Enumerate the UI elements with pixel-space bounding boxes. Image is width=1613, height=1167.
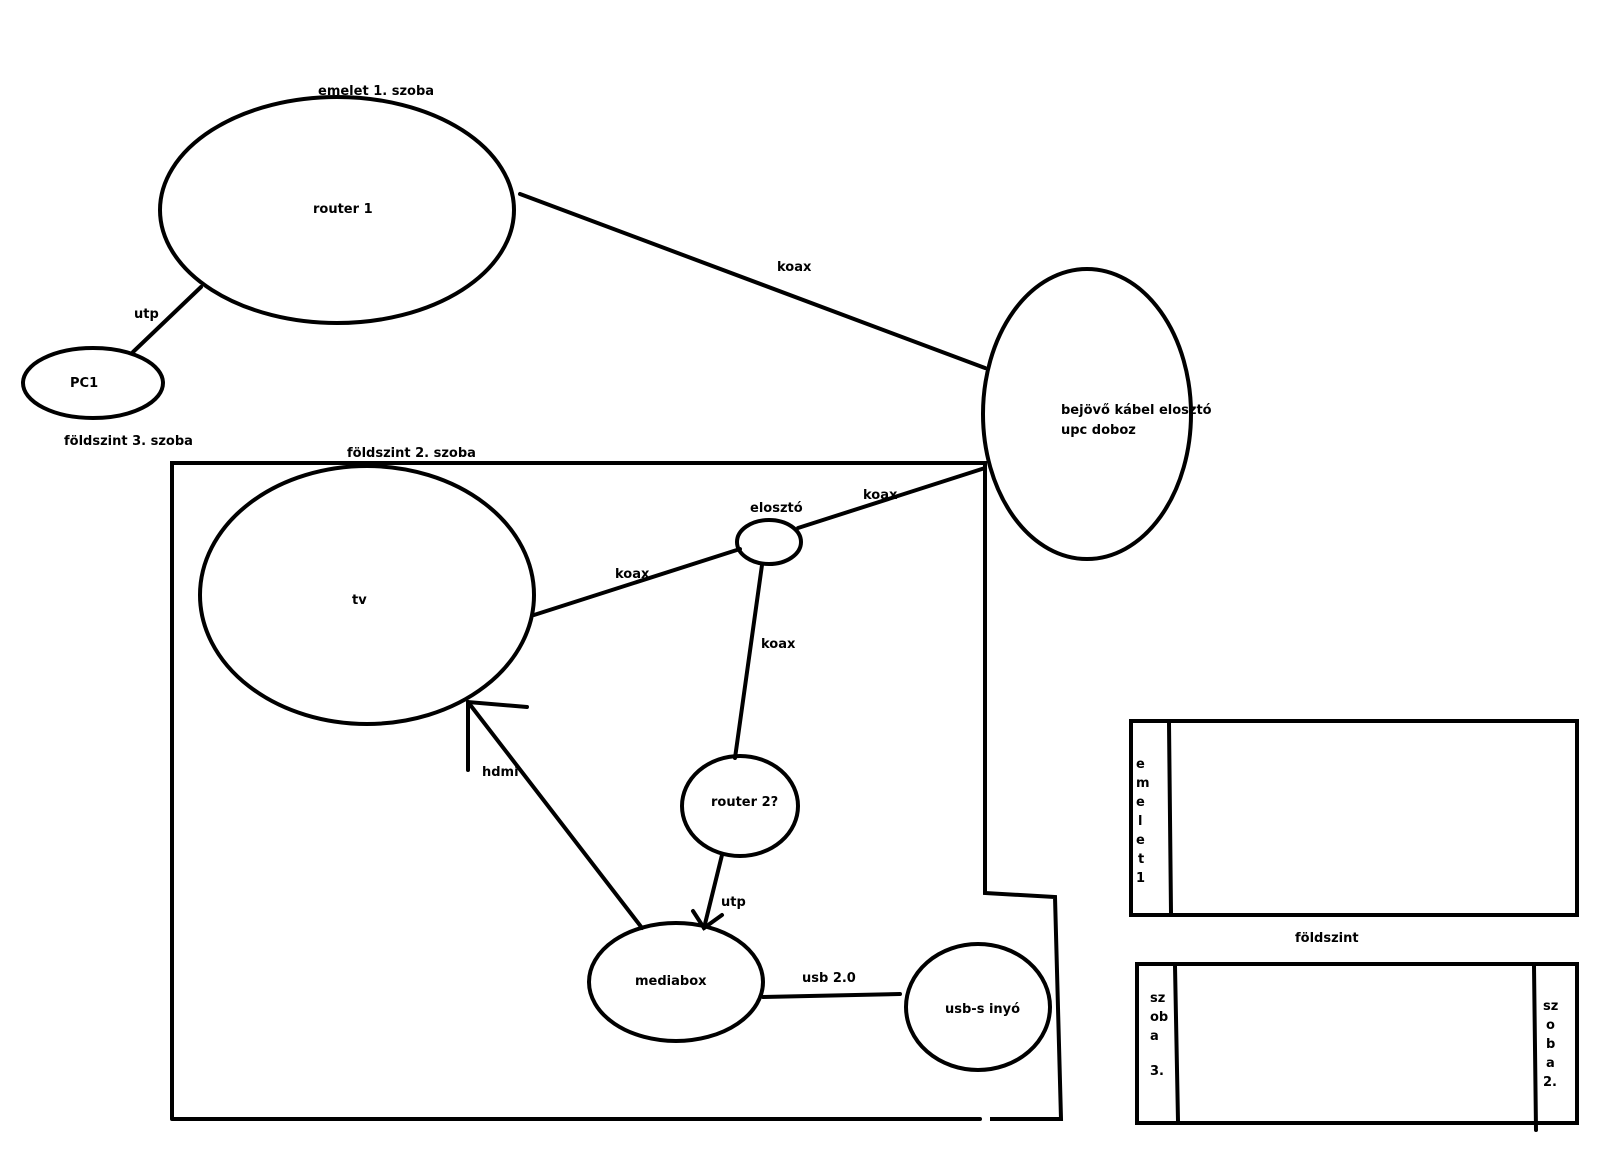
legend-emelet-char: e <box>1136 833 1145 848</box>
label-hdmi: hdmi <box>482 765 519 780</box>
legend-emelet-char: l <box>1138 814 1142 829</box>
legend-foldszint-box <box>1135 962 1579 1125</box>
label-usb-inyo: usb-s inyó <box>945 1002 1020 1017</box>
hdmi-mediabox-tv <box>466 700 644 930</box>
label-utp-bottom: utp <box>721 895 746 910</box>
hdmi-arrowhead <box>466 699 529 772</box>
label-splitter-line1: bejövő kábel elosztó <box>1061 403 1212 418</box>
usb-mediabox-inyo <box>761 992 902 999</box>
legend-szoba2-char: b <box>1546 1037 1555 1052</box>
koax-router1-splitter <box>518 192 987 370</box>
eloszto-node <box>735 518 803 566</box>
label-foldszint: földszint <box>1295 931 1359 946</box>
usb-inyo-node <box>904 942 1052 1072</box>
legend-szoba3-char: a <box>1150 1029 1159 1044</box>
router1-node <box>158 95 516 325</box>
legend-szoba3-char: ob <box>1150 1010 1168 1025</box>
legend-szoba3-divider <box>1173 964 1180 1123</box>
label-tv: tv <box>352 593 367 608</box>
legend-szoba2-char: o <box>1546 1018 1555 1033</box>
utp-router1-pc1 <box>131 285 203 354</box>
label-pc1: PC1 <box>70 376 98 391</box>
label-eloszto: elosztó <box>750 501 803 516</box>
label-koax-top: koax <box>777 260 812 275</box>
label-koax-vertical: koax <box>761 637 796 652</box>
label-foldszint-2-szoba: földszint 2. szoba <box>347 446 476 461</box>
splitter-box-node <box>981 267 1193 561</box>
legend-szoba2-char: sz <box>1543 999 1558 1014</box>
legend-emelet-divider <box>1167 721 1173 915</box>
legend-emelet-char: e <box>1136 795 1145 810</box>
label-usb20: usb 2.0 <box>802 971 856 986</box>
label-koax-right: koax <box>863 488 898 503</box>
legend-szoba2-char: a <box>1546 1056 1555 1071</box>
koax-eloszto-router2 <box>733 563 764 760</box>
room-outline <box>170 461 1064 1121</box>
label-router1: router 1 <box>313 202 373 217</box>
tv-node <box>198 464 536 726</box>
label-splitter-line2: upc doboz <box>1061 423 1136 438</box>
pc1-node <box>21 346 165 420</box>
legend-emelet-char: 1 <box>1136 871 1145 886</box>
legend-emelet-box <box>1129 719 1579 917</box>
label-foldszint-3-szoba: földszint 3. szoba <box>64 434 193 449</box>
label-koax-tv: koax <box>615 567 650 582</box>
label-utp-top: utp <box>134 307 159 322</box>
legend-szoba2-divider <box>1532 964 1538 1132</box>
utp-arrowhead <box>691 909 724 931</box>
legend-emelet-char: e <box>1136 757 1145 772</box>
legend-szoba3-char: 3. <box>1150 1064 1164 1079</box>
koax-eloszto-splitter <box>796 466 987 530</box>
legend-szoba3-char: sz <box>1150 991 1165 1006</box>
utp-router2-mediabox <box>702 853 724 930</box>
label-router2: router 2? <box>711 795 778 810</box>
label-mediabox: mediabox <box>635 974 707 989</box>
koax-tv-eloszto <box>532 547 742 617</box>
router2-node <box>680 754 800 858</box>
legend-szoba2-char: 2. <box>1543 1075 1557 1090</box>
legend-emelet-char: m <box>1136 776 1150 791</box>
label-emelet-1-szoba: emelet 1. szoba <box>318 84 434 99</box>
mediabox-node <box>587 921 765 1043</box>
legend-emelet-char: t <box>1138 852 1144 867</box>
